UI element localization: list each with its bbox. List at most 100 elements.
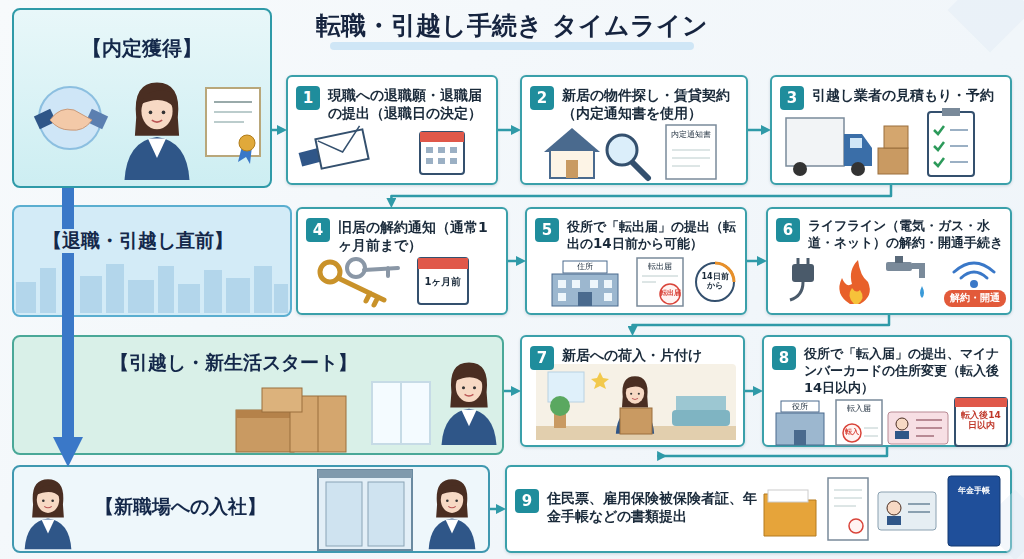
calendar-icon: [450, 147, 457, 153]
step-text: 住民票、雇用保険被保険者証、年金手帳などの書類提出: [547, 489, 757, 525]
flow-arrow: [747, 260, 757, 263]
flow-arrow: [508, 260, 516, 263]
countdown-clock: [696, 263, 734, 301]
calendar-icon: [418, 258, 468, 304]
flow-arrow: [504, 390, 511, 393]
house-icon: [544, 128, 600, 178]
person-figure: [25, 479, 72, 549]
id-card-icon: [916, 419, 942, 421]
certificate-icon: [214, 111, 252, 113]
id-card-icon: [888, 412, 948, 444]
icon-label: 転入後14日以内: [957, 410, 1005, 431]
icon-label: 解約・開通: [944, 292, 1006, 304]
keys-icon: [320, 259, 398, 305]
id-card-icon: [916, 435, 934, 437]
label-frame: 住所: [563, 262, 607, 271]
phase-title: 【引越し・新生活スタート】: [110, 351, 380, 375]
certificate-icon: [238, 146, 252, 164]
label-frame: 転入: [843, 428, 861, 436]
pension-booklet: [948, 476, 1000, 546]
entrance-door: [318, 470, 412, 550]
magnifier-icon: [607, 135, 637, 165]
city-skyline: [274, 284, 288, 313]
resident-record-doc: [828, 478, 868, 540]
form-document: [843, 424, 861, 442]
city-hall-icon: [578, 292, 592, 306]
certificate-icon: [206, 88, 260, 156]
cardboard-boxes: [236, 410, 294, 452]
handshake-icon: [34, 109, 56, 129]
phase-title: 【退職・引越し直前】: [40, 229, 236, 253]
form-document: [836, 400, 882, 445]
timeline-arrow: [62, 188, 74, 437]
folder-icon: [768, 490, 808, 502]
label-frame: 転出届: [659, 290, 681, 297]
id-card-icon: [895, 431, 909, 439]
plug-icon: [790, 282, 803, 300]
resident-record-doc: [828, 478, 868, 540]
room-scene: [536, 364, 736, 440]
cardboard-boxes: [262, 388, 302, 412]
magnifier-icon: [630, 160, 648, 178]
calendar-icon: [955, 398, 1007, 407]
id-card-icon: [887, 501, 901, 515]
step-text: 新居への荷入・片付け: [562, 346, 737, 364]
room-scene: [550, 396, 570, 416]
person-figure: [442, 363, 497, 446]
magnifier-icon: [607, 135, 648, 178]
entrance-door: [368, 482, 404, 546]
step-text: 現職への退職願・退職届の提出（退職日の決定）: [328, 86, 490, 122]
calendar-icon: [420, 132, 464, 174]
entrance-door: [326, 482, 362, 546]
clipboard-icon: [950, 129, 968, 131]
envelope-icon: [299, 147, 324, 166]
calendar-icon: [420, 132, 464, 142]
cardboard-boxes: [236, 410, 294, 418]
truck-icon: [851, 162, 865, 176]
city-hall-icon: [776, 401, 824, 445]
form-document: [642, 276, 678, 277]
clipboard-icon: [950, 145, 968, 147]
person-figure: [125, 83, 190, 181]
icon-label: 転入: [843, 428, 861, 436]
room-scene: [591, 372, 609, 389]
icon-label: 転出届: [637, 262, 683, 271]
clipboard-icon: [928, 112, 974, 176]
icon-label: 内定通知書: [668, 130, 714, 139]
calendar-icon: [418, 258, 468, 269]
icon-label: 転入届: [836, 404, 882, 413]
truck-icon: [850, 138, 862, 148]
flow-arrow: [272, 129, 277, 132]
calendar-icon: [438, 158, 445, 164]
wifi-icon: [954, 263, 994, 287]
phase-band: 【引越し・新生活スタート】: [12, 335, 504, 455]
step-text: 役所で「転出届」の提出（転出の14日前から可能）: [567, 218, 739, 253]
keys-icon: [347, 259, 365, 277]
form-document: [864, 436, 878, 437]
city-skyline: [106, 264, 124, 313]
calendar-icon: [418, 258, 468, 304]
city-skyline: [226, 278, 250, 313]
city-skyline: [16, 264, 288, 313]
plug-icon: [807, 258, 810, 264]
step-number: 1: [296, 86, 320, 110]
city-hall-icon: [604, 293, 612, 301]
city-hall-icon: [558, 280, 612, 301]
resident-record-doc: [849, 519, 863, 533]
clipboard-icon: [928, 108, 974, 176]
label-frame: 解約・開通: [944, 292, 1006, 304]
icon-label: 転出届: [659, 290, 681, 297]
city-hall-icon: [563, 261, 607, 273]
room-scene: [548, 372, 584, 402]
label-frame: 転出届: [637, 262, 683, 271]
city-hall-icon: [590, 280, 598, 288]
faucet-icon: [886, 262, 912, 271]
id-card-icon: [887, 516, 901, 525]
clipboard-icon: [950, 130, 968, 162]
envelope-icon: [299, 126, 369, 169]
flow-arrow: [748, 129, 761, 132]
wifi-icon: [961, 272, 987, 278]
city-hall-icon: [552, 261, 618, 306]
city-hall-icon: [558, 280, 566, 288]
room-scene: [676, 396, 726, 426]
